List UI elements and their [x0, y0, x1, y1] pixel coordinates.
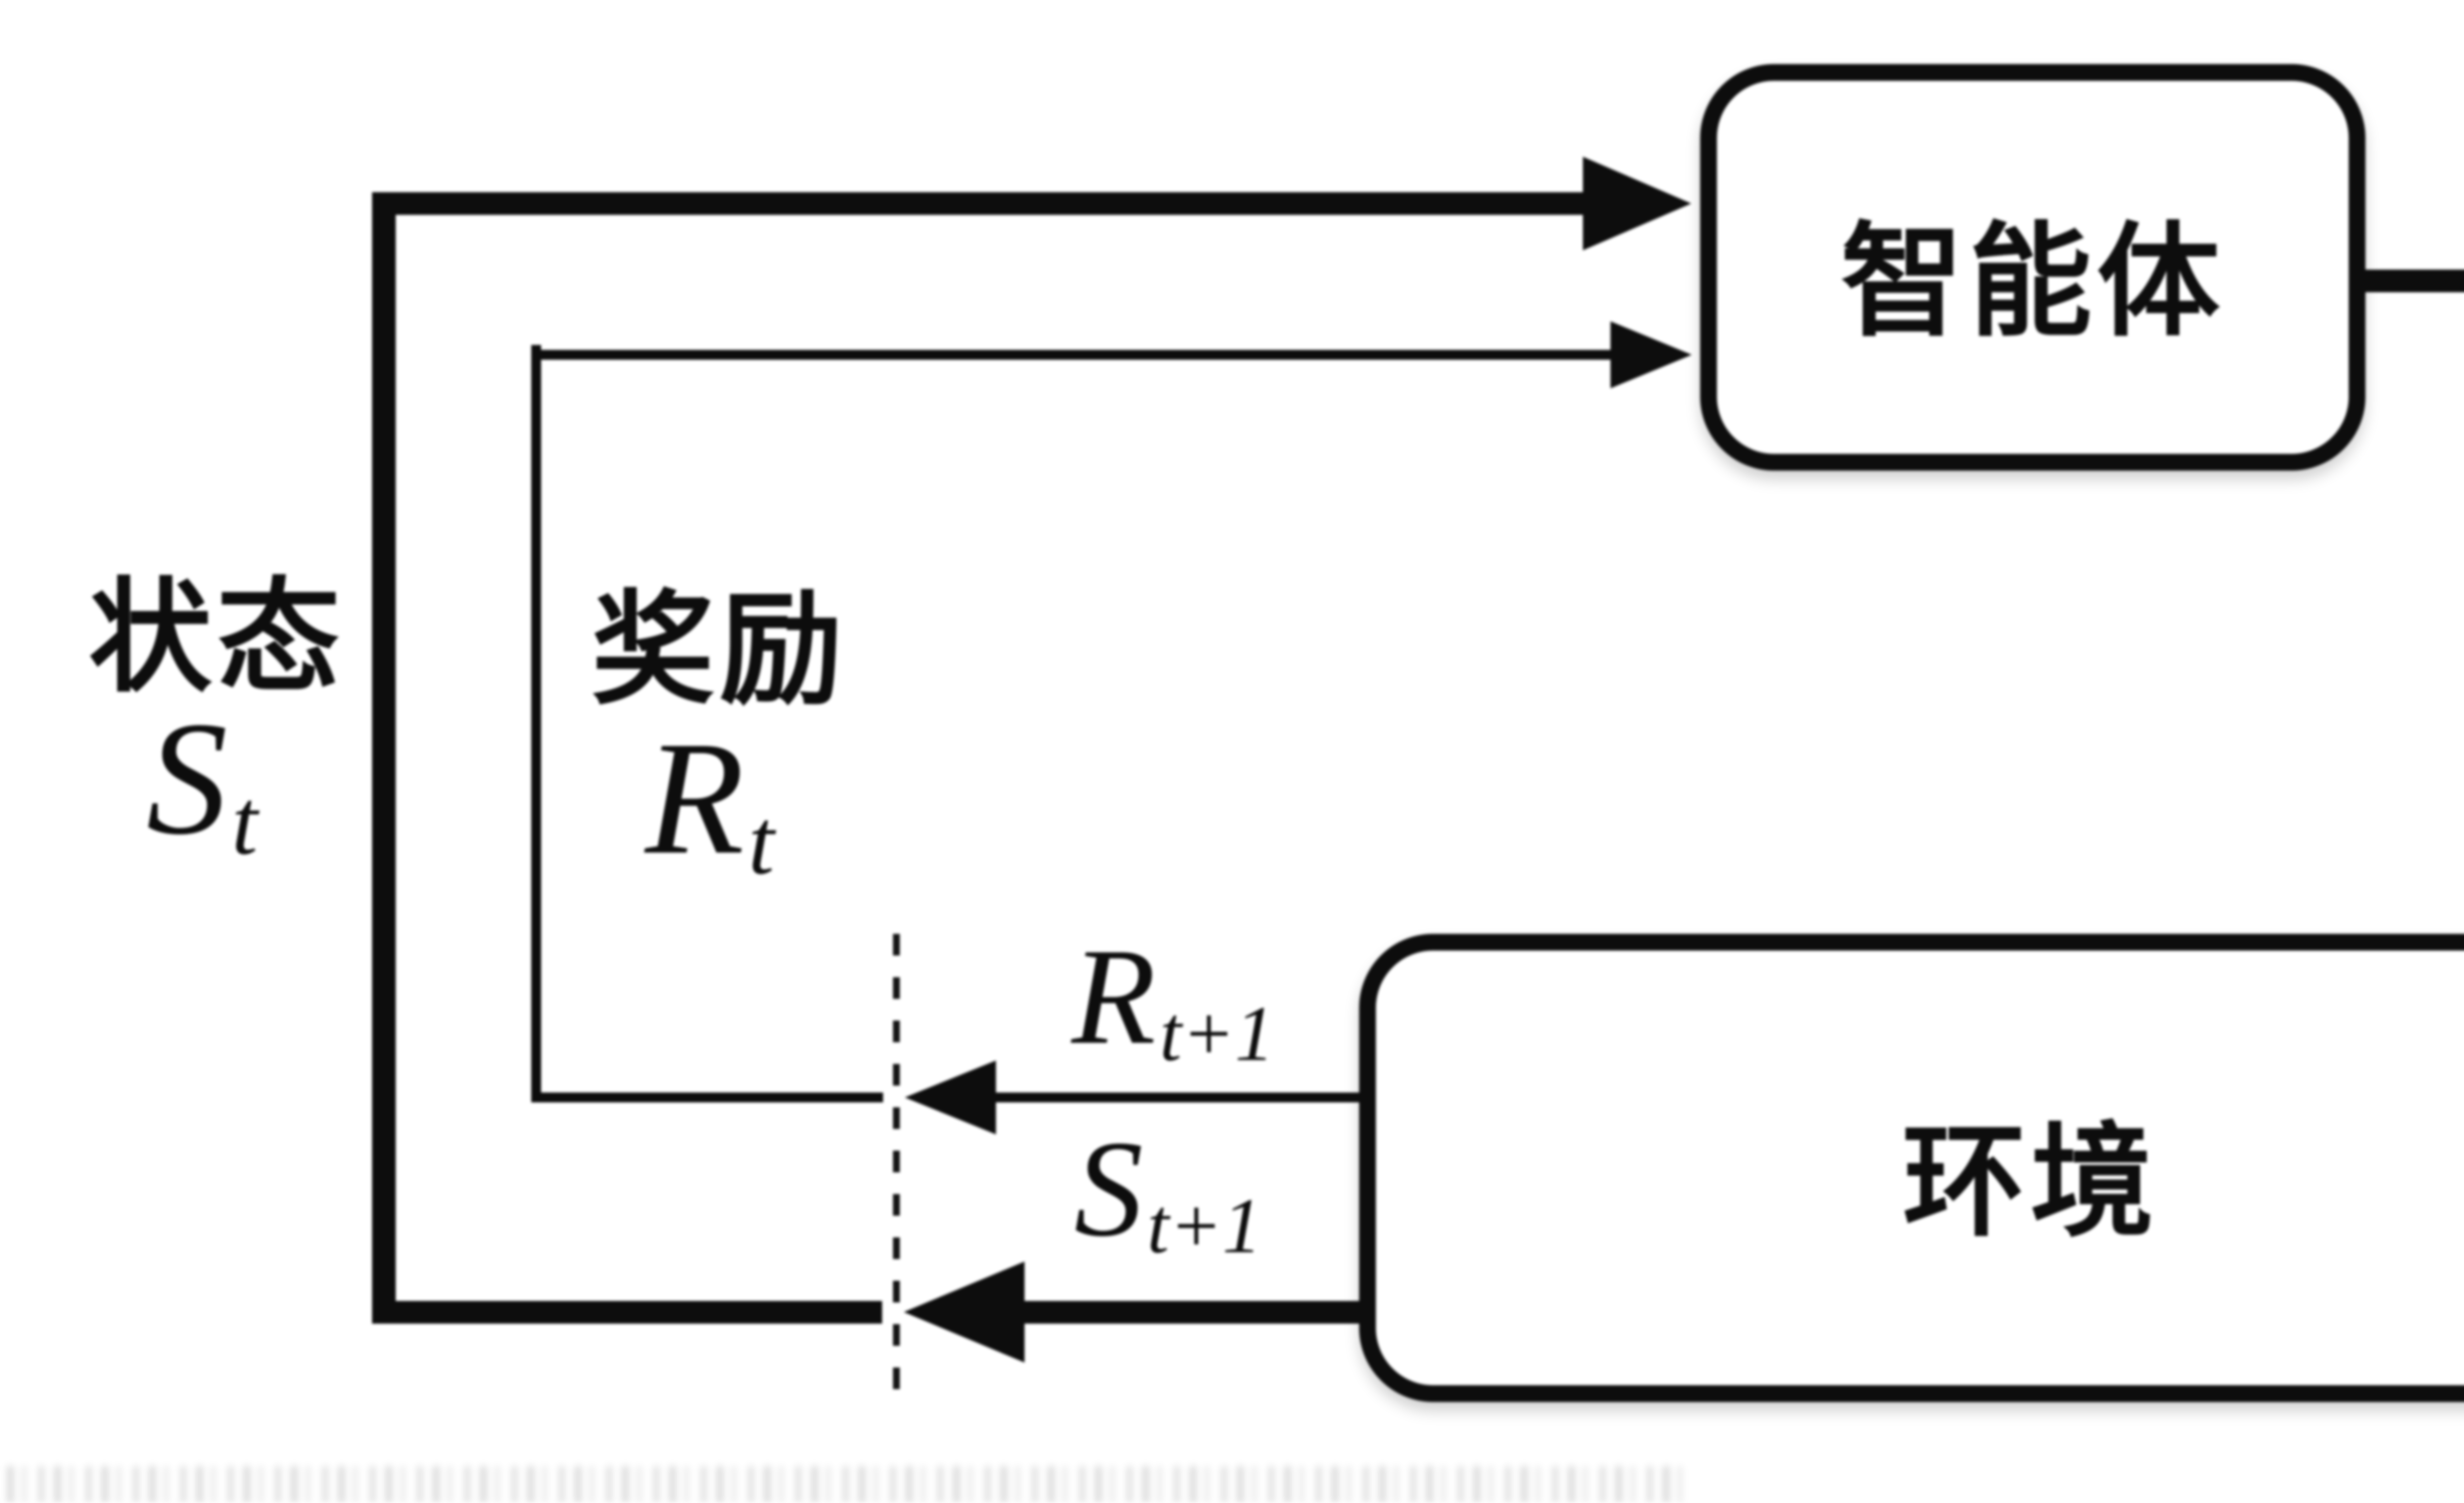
next-state-label: St+1 [1045, 1109, 1291, 1270]
arrowhead-reward-into-agent-icon [1610, 321, 1692, 388]
agent-box: 智能体 [1700, 64, 2365, 471]
next-reward-left-segment [531, 1093, 883, 1102]
state-symbol: S [146, 688, 228, 868]
arrowhead-next-state-icon [904, 1262, 1025, 1363]
state-loop-vertical-line [372, 192, 396, 1324]
reward-word-label: 奖励 [591, 583, 848, 719]
next-state-left-segment [372, 1301, 882, 1324]
reward-symbol-label: Rt [606, 705, 813, 894]
next-reward-subscript: t+1 [1160, 990, 1274, 1078]
agent-box-label: 智能体 [1841, 214, 2225, 351]
arrowhead-state-into-agent-icon [1583, 157, 1691, 250]
reward-symbol: R [645, 708, 745, 888]
state-symbol-label: St [99, 685, 306, 874]
reward-symbol-subscript: t [748, 790, 775, 894]
reward-loop-top-line [531, 350, 1610, 360]
next-state-symbol: S [1074, 1112, 1143, 1265]
time-step-divider-dashed-line [893, 934, 900, 1409]
cropped-caption-remnant [7, 1466, 1683, 1503]
arrowhead-next-reward-icon [905, 1060, 996, 1134]
action-top-line [2358, 270, 2464, 292]
next-reward-right-segment [992, 1093, 1364, 1102]
state-symbol-subscript: t [232, 770, 258, 874]
reward-loop-vertical-line [531, 345, 541, 1102]
environment-box-label: 环境 [1902, 1115, 2159, 1252]
state-word-label: 状态 [89, 571, 345, 707]
next-reward-symbol: R [1071, 920, 1156, 1073]
next-state-right-segment [1020, 1301, 1365, 1324]
next-state-subscript: t+1 [1147, 1182, 1262, 1270]
state-loop-top-line [372, 192, 1584, 215]
environment-box: 环境 [1359, 934, 2464, 1402]
next-reward-label: Rt+1 [1050, 917, 1296, 1078]
